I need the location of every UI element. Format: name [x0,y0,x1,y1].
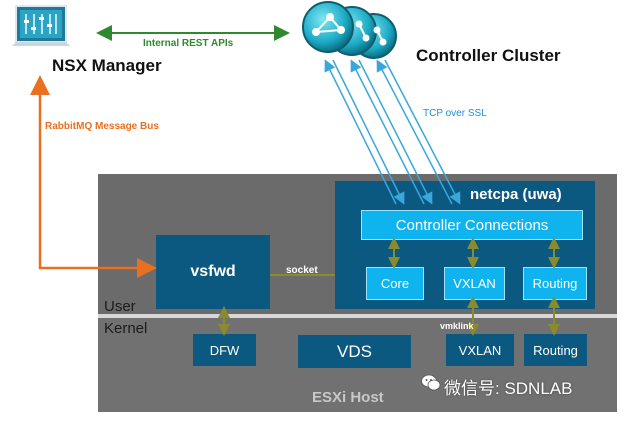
network-sphere-icon [302,1,397,59]
rest-api-label: Internal REST APIs [143,38,234,49]
netcpa-title: netcpa (uwa) [470,186,562,203]
vxlan-kernel-box: VXLAN [446,334,514,366]
vsfwd-box: vsfwd [156,235,270,309]
user-space-label: User [104,298,136,315]
esxi-host-label: ESXi Host [312,389,384,406]
rabbitmq-arrow [30,75,157,278]
watermark-text: 微信号: SDNLAB [444,379,573,398]
tcp-ssl-label: TCP over SSL [423,108,487,119]
wechat-icon [421,374,441,391]
vmklink-label: vmklink [440,321,474,331]
rabbitmq-label: RabbitMQ Message Bus [45,121,159,132]
routing-kernel-box: Routing [524,334,587,366]
socket-label: socket [286,265,318,276]
monitor-icon [12,5,70,46]
nsx-manager-label: NSX Manager [52,56,162,75]
user-kernel-divider [98,314,617,318]
core-box: Core [366,267,424,300]
vxlan-user-box: VXLAN [444,267,505,300]
controller-cluster-label: Controller Cluster [416,46,561,65]
ssl-connections [324,59,461,205]
dfw-box: DFW [193,334,256,366]
kernel-space-label: Kernel [104,320,148,337]
controller-connections-box: Controller Connections [361,210,583,240]
internal-links [218,237,560,336]
vds-box: VDS [298,335,411,368]
